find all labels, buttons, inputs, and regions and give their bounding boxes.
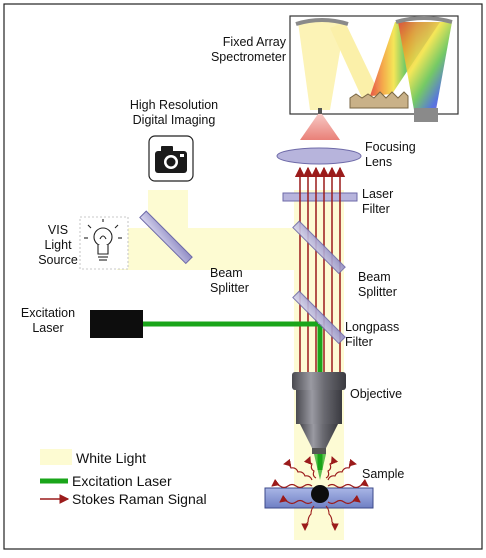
collimating-mirror [295, 18, 349, 26]
spectrometer-label-line-1: Fixed Array [222, 35, 286, 49]
sample-particle [311, 485, 329, 503]
scatter-lowright [327, 494, 361, 505]
scatter-left [271, 478, 313, 489]
legend-swatch-white-light [40, 449, 72, 465]
focusing-mirror [395, 16, 453, 24]
excitation-laser-label-line-1: Excitation [20, 306, 76, 320]
scatter-up2 [325, 456, 339, 479]
sample-label: Sample [362, 467, 405, 481]
beam-splitter-left-label-line-1: Beam [210, 266, 243, 280]
laser-filter [282, 192, 358, 202]
spectrometer-label-line-2: Spectrometer [210, 50, 286, 64]
beam-splitter-left [139, 210, 193, 265]
vis-source-label: VIS Light Source [33, 223, 83, 268]
longpass-filter-label-line-1: Longpass [345, 320, 400, 334]
legend-label-white-light: White Light [76, 450, 147, 466]
scattered-raman-signal [271, 456, 369, 531]
scatter-lowleft [279, 494, 313, 505]
imaging-label: High Resolution Digital Imaging [118, 98, 230, 128]
focusing-lens [276, 147, 362, 165]
entrance-slit [318, 108, 322, 114]
spectrometer [289, 15, 459, 122]
longpass-filter-label: Longpass Filter [345, 320, 399, 350]
spectrometer-label: Fixed Array Spectrometer [190, 35, 286, 65]
camera-icon [148, 135, 194, 182]
objective-lens-icon [292, 372, 346, 454]
beam-splitter-right-label: Beam Splitter [358, 270, 397, 300]
excitation-laser-label-line-2: Laser [32, 321, 64, 335]
longpass-filter-label-line-2: Filter [345, 335, 373, 349]
excitation-laser-label: Excitation Laser [12, 306, 84, 336]
imaging-label-line-2: Digital Imaging [132, 113, 216, 127]
white-light-horizontal-beam [117, 228, 322, 270]
scatter-up1 [303, 456, 317, 479]
dispersed-spectrum-down [398, 22, 452, 110]
focusing-lens-label-line-2: Lens [365, 155, 393, 169]
beam-splitter-right [292, 220, 346, 275]
beam-splitter-right-label-line-1: Beam [358, 270, 391, 284]
vis-source-label-line-2: Light [44, 238, 72, 252]
legend-label-raman-signal: Stokes Raman Signal [72, 491, 207, 507]
spectrometer-collimated-beam [298, 22, 345, 110]
beam-splitter-right-label-line-2: Splitter [358, 285, 397, 299]
spectrometer-to-grating-beam [330, 22, 380, 98]
focusing-lens-label-line-1: Focusing [365, 140, 416, 154]
objective-label: Objective [350, 387, 403, 401]
scatter-down2 [325, 505, 339, 531]
focusing-lens-label: Focusing Lens [365, 140, 416, 170]
vis-source-label-line-3: Source [38, 253, 78, 267]
laser-filter-label: Laser Filter [362, 187, 393, 217]
light-bulb-icon [79, 216, 129, 270]
imaging-label-line-1: High Resolution [129, 98, 219, 112]
scatter-upright [327, 458, 357, 481]
diffraction-grating [349, 91, 409, 109]
laser-box-icon [90, 310, 143, 338]
laser-filter-label-line-2: Filter [362, 202, 390, 216]
beam-splitter-left-label-line-2: Splitter [210, 281, 249, 295]
ccd-detector [414, 108, 438, 122]
focused-beam-cone [300, 114, 340, 140]
vis-source-label-line-1: VIS [47, 223, 69, 237]
focused-laser-spot [314, 454, 326, 480]
scatter-down1 [301, 505, 315, 531]
scatter-right [327, 478, 369, 489]
legend [40, 449, 72, 504]
beam-splitter-left-label: Beam Splitter [210, 266, 249, 296]
legend-label-excitation-laser: Excitation Laser [72, 473, 172, 489]
longpass-filter [292, 290, 346, 345]
scatter-upleft [283, 458, 313, 481]
laser-filter-label-line-1: Laser [362, 187, 394, 201]
